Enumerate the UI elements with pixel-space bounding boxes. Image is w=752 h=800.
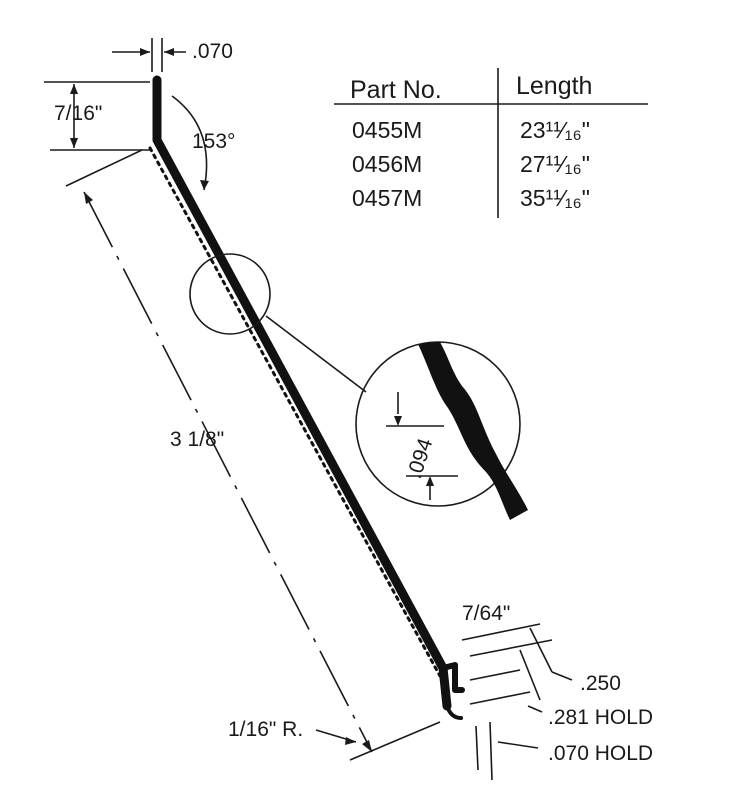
- slot-width-label: .250: [580, 672, 621, 695]
- bottom-radius-label: 1/16" R.: [228, 718, 303, 741]
- part-no-header: Part No.: [350, 76, 442, 104]
- bend-angle-dimension: 153°: [171, 95, 235, 191]
- body-length-dimension: 3 1/8": [65, 149, 441, 761]
- top-thickness-dimension: .070: [112, 38, 233, 72]
- length-header: Length: [516, 72, 592, 100]
- flange-height-label: 7/16": [54, 102, 102, 125]
- body-length-label: 3 1/8": [170, 428, 224, 451]
- strip-profile: [148, 75, 465, 720]
- length-cell: 23¹¹⁄₁₆": [520, 117, 590, 143]
- length-cell: 35¹¹⁄₁₆": [520, 185, 590, 211]
- part-no-cell: 0456M: [352, 151, 422, 177]
- detail-thickness-label: .094: [403, 435, 438, 481]
- bend-angle-label: 153°: [192, 130, 235, 153]
- hold-281-label: .281 HOLD: [548, 706, 653, 729]
- hold-070-label: .070 HOLD: [548, 742, 653, 765]
- tip-dimensions: 7/64" .250 .281 HOLD .070 HOLD: [461, 602, 653, 781]
- bottom-radius-dimension: 1/16" R.: [228, 718, 357, 745]
- part-no-cell: 0455M: [352, 117, 422, 143]
- detail-callout: .094: [189, 253, 528, 520]
- top-thickness-label: .070: [192, 40, 233, 63]
- part-table: Part No. Length 0455M 23¹¹⁄₁₆" 0456M 27¹…: [334, 68, 648, 218]
- part-no-cell: 0457M: [352, 185, 422, 211]
- length-cell: 27¹¹⁄₁₆": [520, 151, 590, 177]
- detail-strip-section: [418, 342, 528, 520]
- flange-height-dimension: 7/16": [44, 81, 150, 151]
- tip-offset-label: 7/64": [462, 602, 510, 625]
